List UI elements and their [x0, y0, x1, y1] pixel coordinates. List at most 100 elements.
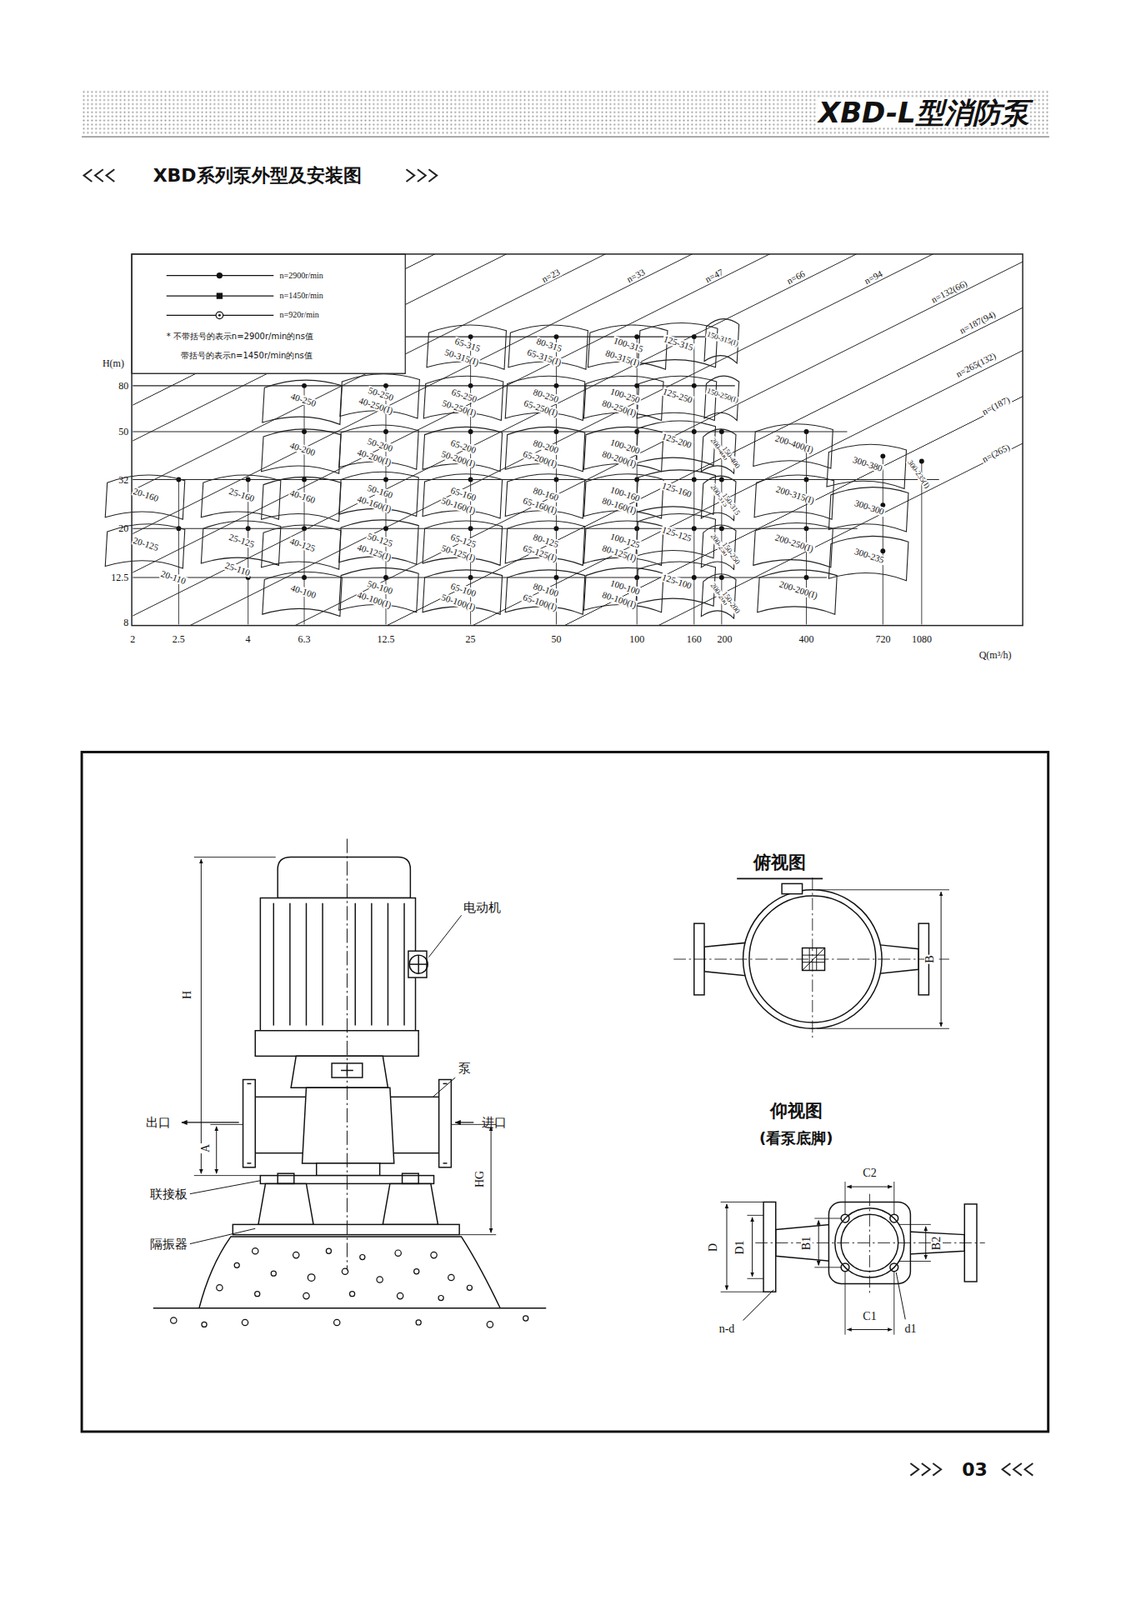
part-label: 电动机 — [463, 900, 501, 914]
axis-tick: 160 — [686, 634, 702, 645]
dimension-label: C1 — [861, 1311, 877, 1323]
axis-tick: 50 — [118, 426, 129, 437]
pump-model-label: 40-100 — [288, 583, 318, 601]
pump-range-patch — [505, 520, 586, 566]
duty-point — [554, 383, 560, 389]
pump-model-label: 150-250(I) — [705, 387, 741, 406]
pump-model-label: 200-200(I) — [776, 579, 820, 601]
pump-range-patch — [584, 520, 665, 566]
specific-speed-label: n=47 — [703, 266, 726, 285]
axis-tick: H(m) — [102, 358, 125, 369]
axis-tick: 2 — [130, 634, 136, 645]
duty-point — [383, 477, 389, 483]
pump-range-patch — [422, 426, 503, 471]
dimension-label: D1 — [734, 1239, 746, 1256]
axis-tick: 80 — [118, 380, 129, 391]
pump-range-patch — [753, 424, 834, 469]
duty-point — [691, 383, 697, 389]
dimension-label: n-d — [718, 1323, 736, 1336]
specific-speed-label: n=132(66) — [929, 278, 970, 306]
duty-point — [880, 453, 886, 459]
pump-range-patch — [339, 471, 420, 516]
axis-tick: 25 — [465, 634, 476, 645]
axis-tick: 8 — [123, 617, 129, 628]
part-label: 出口 — [145, 1116, 171, 1130]
pump-range-patch — [262, 380, 343, 425]
pump-bottom-view — [720, 1181, 986, 1336]
axis-tick: 1080 — [911, 634, 932, 645]
pump-range-patch — [754, 475, 835, 520]
section-title: XBD系列泵外型及安装图 — [153, 166, 362, 186]
duty-point — [804, 525, 810, 531]
pump-range-patch — [584, 567, 665, 612]
axis-tick: 200 — [717, 634, 733, 645]
dimension-label: D — [707, 1242, 720, 1253]
grid-line — [178, 480, 180, 626]
duty-point — [719, 575, 725, 581]
duty-point — [719, 429, 725, 435]
part-label: 联接板 — [150, 1187, 188, 1201]
view-title: 仰视图 — [770, 1101, 823, 1120]
pump-range-patch — [505, 426, 586, 471]
grid-line — [132, 528, 857, 530]
pump-range-patch — [757, 570, 838, 615]
duty-point — [554, 525, 560, 531]
part-label: 泵 — [458, 1062, 471, 1076]
specific-speed-label: n=94 — [862, 269, 886, 287]
pump-range-patch — [339, 520, 420, 565]
duty-point — [383, 525, 389, 531]
duty-point — [301, 575, 307, 581]
axis-tick: 100 — [629, 634, 645, 645]
grid-line — [132, 430, 847, 432]
pump-range-patch — [505, 474, 586, 519]
pump-model-label: 125-315 — [661, 333, 696, 352]
duty-point — [383, 575, 389, 581]
duty-point — [383, 383, 389, 389]
dimension-label: B1 — [800, 1236, 813, 1252]
grid-line — [132, 479, 939, 481]
legend-sample — [166, 311, 275, 320]
axis-tick: 20 — [118, 523, 129, 534]
axis-tick: 6.3 — [297, 634, 311, 645]
pump-range-patch — [105, 524, 186, 569]
pump-model-label: 300-235 — [852, 546, 886, 566]
dimension-label: A — [200, 1143, 212, 1154]
specific-speed-line — [132, 254, 1023, 535]
pump-range-patch — [105, 475, 186, 520]
duty-point — [634, 429, 640, 435]
pump-range-patch — [261, 525, 342, 570]
pump-range-patch — [423, 375, 504, 421]
duty-point — [804, 429, 810, 435]
pump-range-patch — [587, 325, 668, 370]
pump-model-label: 20-110 — [159, 569, 189, 587]
pump-range-patch — [635, 513, 716, 558]
specific-speed-label: n=33 — [624, 266, 647, 285]
pump-model-label: 300-300 — [852, 497, 886, 516]
duty-point — [468, 575, 474, 581]
axis-tick: 12.5 — [110, 572, 129, 583]
duty-point — [468, 383, 474, 389]
dimension-label: HG — [474, 1169, 486, 1188]
pump-range-patch — [828, 535, 909, 581]
pump-model-label: 40-125 — [287, 536, 317, 555]
duty-point — [301, 429, 307, 435]
pump-range-patch — [262, 571, 343, 616]
pump-model-label: 40-250 — [288, 391, 318, 410]
duty-point — [634, 525, 640, 531]
dimension-label: B — [924, 955, 936, 965]
pump-range-patch — [422, 570, 503, 615]
specific-speed-label: n=(187) — [980, 395, 1012, 418]
specific-speed-line — [132, 350, 1023, 626]
pump-model-label: 125-250 — [660, 386, 695, 406]
dimension-label: H — [181, 990, 194, 1001]
pump-range-patch — [340, 374, 421, 419]
view-note: (看泵底脚) — [759, 1131, 833, 1147]
duty-point — [301, 477, 307, 483]
axis-tick: 400 — [799, 634, 815, 645]
pump-range-patch — [508, 325, 589, 370]
legend-text: n=920r/min — [280, 310, 320, 320]
pump-model-label: 125-125 — [660, 524, 694, 543]
pump-range-patch — [339, 567, 420, 612]
legend-text: n=2900r/min — [280, 271, 324, 281]
pump-range-patch — [261, 429, 342, 474]
